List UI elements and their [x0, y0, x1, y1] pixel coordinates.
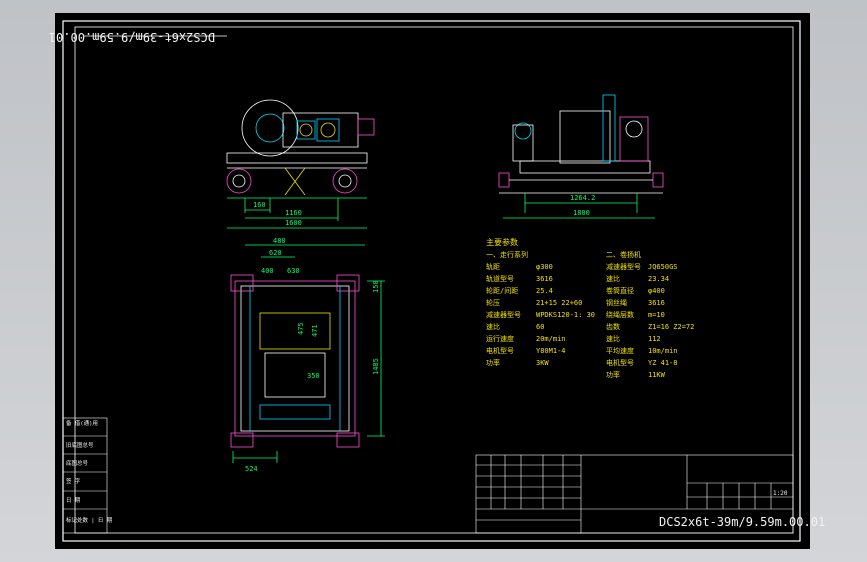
strip-label-6: 标记处数 | 日 期	[66, 516, 113, 524]
drawing-sheet[interactable]: DCS2x6t-39m/9.59m.00.01 备 借(通)用 旧底图总号 底图…	[49, 13, 825, 549]
param-left-label: 轮压	[486, 298, 500, 307]
param-left-label: 轮距/间距	[486, 286, 518, 295]
param-right-value: φ400	[648, 287, 665, 295]
param-left-value: φ300	[536, 263, 553, 271]
outer-frame	[62, 20, 801, 542]
dim-plan-475: 475	[297, 322, 305, 335]
dim-plan-400: 400	[261, 267, 274, 275]
side-elevation-view[interactable]	[498, 94, 664, 219]
param-left-value: 3KW	[536, 359, 549, 367]
param-right-value: 3616	[648, 299, 665, 307]
param-right-label: 齿数	[606, 322, 620, 331]
param-right-label: 绕绳层数	[606, 310, 634, 319]
dim-front-1160: 1160	[285, 209, 302, 217]
param-right-label: 速比	[606, 274, 620, 283]
drawing-canvas: DCS2x6t-39m/9.59m.00.01 备 借(通)用 旧底图总号 底图…	[49, 20, 825, 542]
param-right-value: 23.34	[648, 275, 669, 283]
param-left-label: 轨距	[486, 262, 500, 271]
dim-plan-471: 471	[311, 324, 319, 337]
param-left-label: 轨道型号	[486, 274, 514, 283]
params-heading: 主要参数	[486, 237, 518, 247]
drawing-number: DCS2x6t-39m/9.59m.00.01	[659, 515, 825, 529]
params-left-title: 一、走行系列	[486, 250, 528, 259]
strip-label-5: 日 期	[66, 497, 81, 504]
front-elevation-view[interactable]	[226, 99, 375, 229]
dim-front-1600: 1600	[285, 219, 302, 227]
dim-plan-150: 150	[372, 280, 380, 293]
scale-value: 1:20	[773, 490, 788, 497]
param-left-label: 功率	[486, 358, 500, 367]
param-right-value: YZ 41-8	[648, 359, 678, 367]
params-left-list: 轨距 φ300 轨道型号 3616 轮距/间距 25.4 轮压 21+15 22+60 减速器型…	[486, 262, 595, 367]
param-left-value: 20m/min	[536, 335, 566, 343]
param-right-value: m=10	[648, 311, 665, 319]
dim-plan-480: 480	[273, 237, 286, 245]
drawing-number-rotated: DCS2x6t-39m/9.59m.00.01	[49, 30, 215, 44]
dim-plan-1485: 1485	[372, 358, 380, 375]
strip-label-4: 签 字	[66, 477, 81, 485]
dim-plan-524: 524	[245, 465, 258, 473]
param-right-value: 11KW	[648, 371, 666, 379]
param-left-value: 60	[536, 323, 544, 331]
main-parameters: 主要参数 一、走行系列 二、卷扬机 轨距 φ300 轨道型号 3616 轮距/间距 25.…	[486, 237, 694, 379]
param-right-value: 112	[648, 335, 661, 343]
inner-frame	[74, 26, 794, 534]
param-right-label: 卷筒直径	[606, 286, 634, 295]
param-left-label: 电机型号	[486, 346, 514, 355]
param-left-value: 25.4	[536, 287, 553, 295]
param-right-label: 电机型号	[606, 358, 634, 367]
param-left-value: 3616	[536, 275, 553, 283]
plan-view[interactable]	[230, 244, 385, 463]
param-left-label: 速比	[486, 322, 500, 331]
params-right-list: 减速器型号 JQ650GS 速比 23.34 卷筒直径 φ400 钢丝绳 3616 绕绳层数 m=…	[606, 262, 694, 379]
param-left-value: WPDKS120-1: 30	[536, 311, 595, 319]
param-right-label: 钢丝绳	[606, 298, 627, 307]
param-right-label: 减速器型号	[606, 262, 641, 271]
param-left-value: Y80M1-4	[536, 347, 566, 355]
params-right-title: 二、卷扬机	[606, 250, 641, 259]
dim-side-1264: 1264.2	[570, 194, 595, 202]
strip-label-1: 备 借(通)用	[66, 419, 98, 427]
param-right-label: 速比	[606, 334, 620, 343]
param-right-value: JQ650GS	[648, 263, 678, 271]
dim-plan-350: 350	[307, 372, 320, 380]
param-right-value: Z1=16 Z2=72	[648, 323, 694, 331]
dim-plan-630: 630	[287, 267, 300, 275]
param-left-label: 减速器型号	[486, 310, 521, 319]
dim-plan-620: 620	[269, 249, 282, 257]
strip-label-3: 底图总号	[66, 459, 89, 467]
dim-front-160: 160	[253, 201, 266, 209]
title-block	[475, 454, 794, 534]
param-right-value: 10m/min	[648, 347, 678, 355]
param-left-value: 21+15 22+60	[536, 299, 582, 307]
param-right-label: 功率	[606, 370, 620, 379]
param-left-label: 运行速度	[486, 334, 514, 343]
param-right-label: 平均速度	[606, 346, 634, 355]
dim-side-1800: 1800	[573, 209, 590, 217]
strip-label-2: 旧底图总号	[66, 441, 94, 449]
left-strip-table	[62, 417, 108, 534]
